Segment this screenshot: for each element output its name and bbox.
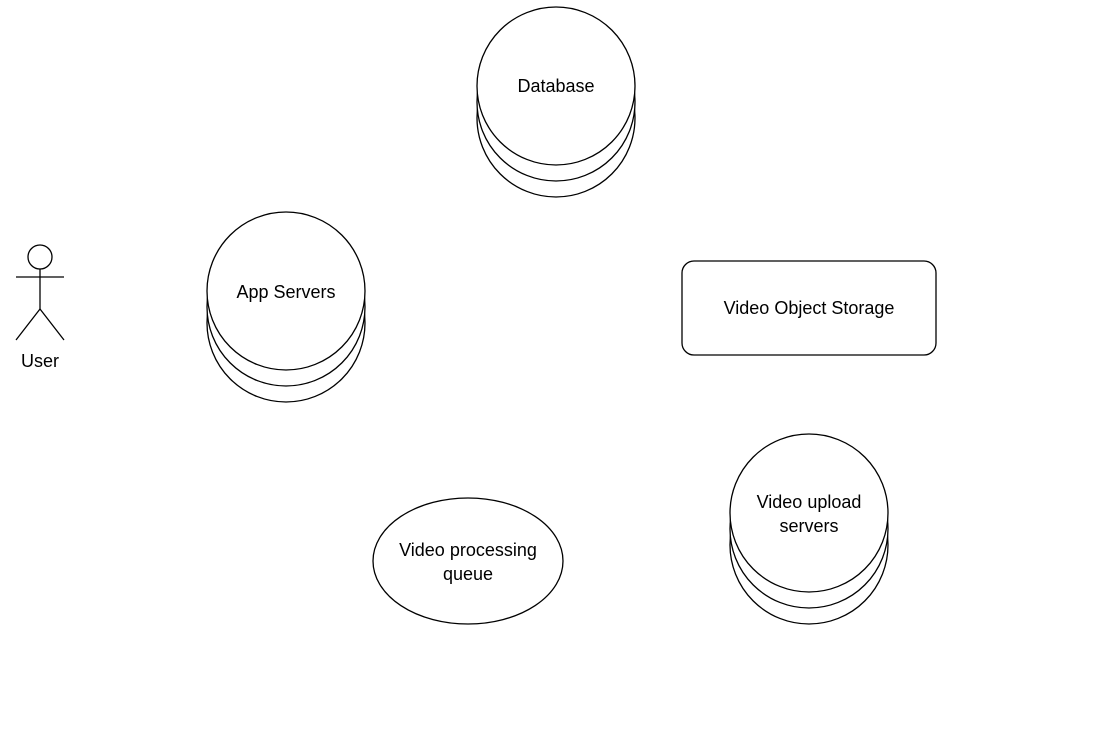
database-node[interactable]: Database <box>476 6 636 198</box>
stick-figure-icon <box>15 244 65 341</box>
video-upload-servers-label-line-2: servers <box>779 516 838 536</box>
user-actor[interactable]: User <box>15 244 65 371</box>
video-upload-servers-node[interactable]: Video upload servers <box>729 433 889 625</box>
video-processing-queue-ellipse <box>372 497 564 625</box>
database-label: Database <box>517 76 594 96</box>
video-upload-servers-stack-layer-1 <box>729 433 889 593</box>
video-processing-queue-label-line-1: Video processing <box>399 540 537 560</box>
app-servers-node[interactable]: App Servers <box>206 211 366 403</box>
video-object-storage-label: Video Object Storage <box>724 298 895 318</box>
video-processing-queue-label-line-2: queue <box>443 564 493 584</box>
video-object-storage-box <box>681 260 937 356</box>
app-servers-label: App Servers <box>236 282 335 302</box>
video-processing-queue-node[interactable]: Video processing queue <box>372 497 564 625</box>
user-label: User <box>21 351 59 371</box>
database-stack-layer-1 <box>476 6 636 166</box>
video-upload-servers-label-line-1: Video upload <box>757 492 862 512</box>
app-servers-stack-layer-1 <box>206 211 366 371</box>
video-object-storage-node[interactable]: Video Object Storage <box>681 260 937 356</box>
